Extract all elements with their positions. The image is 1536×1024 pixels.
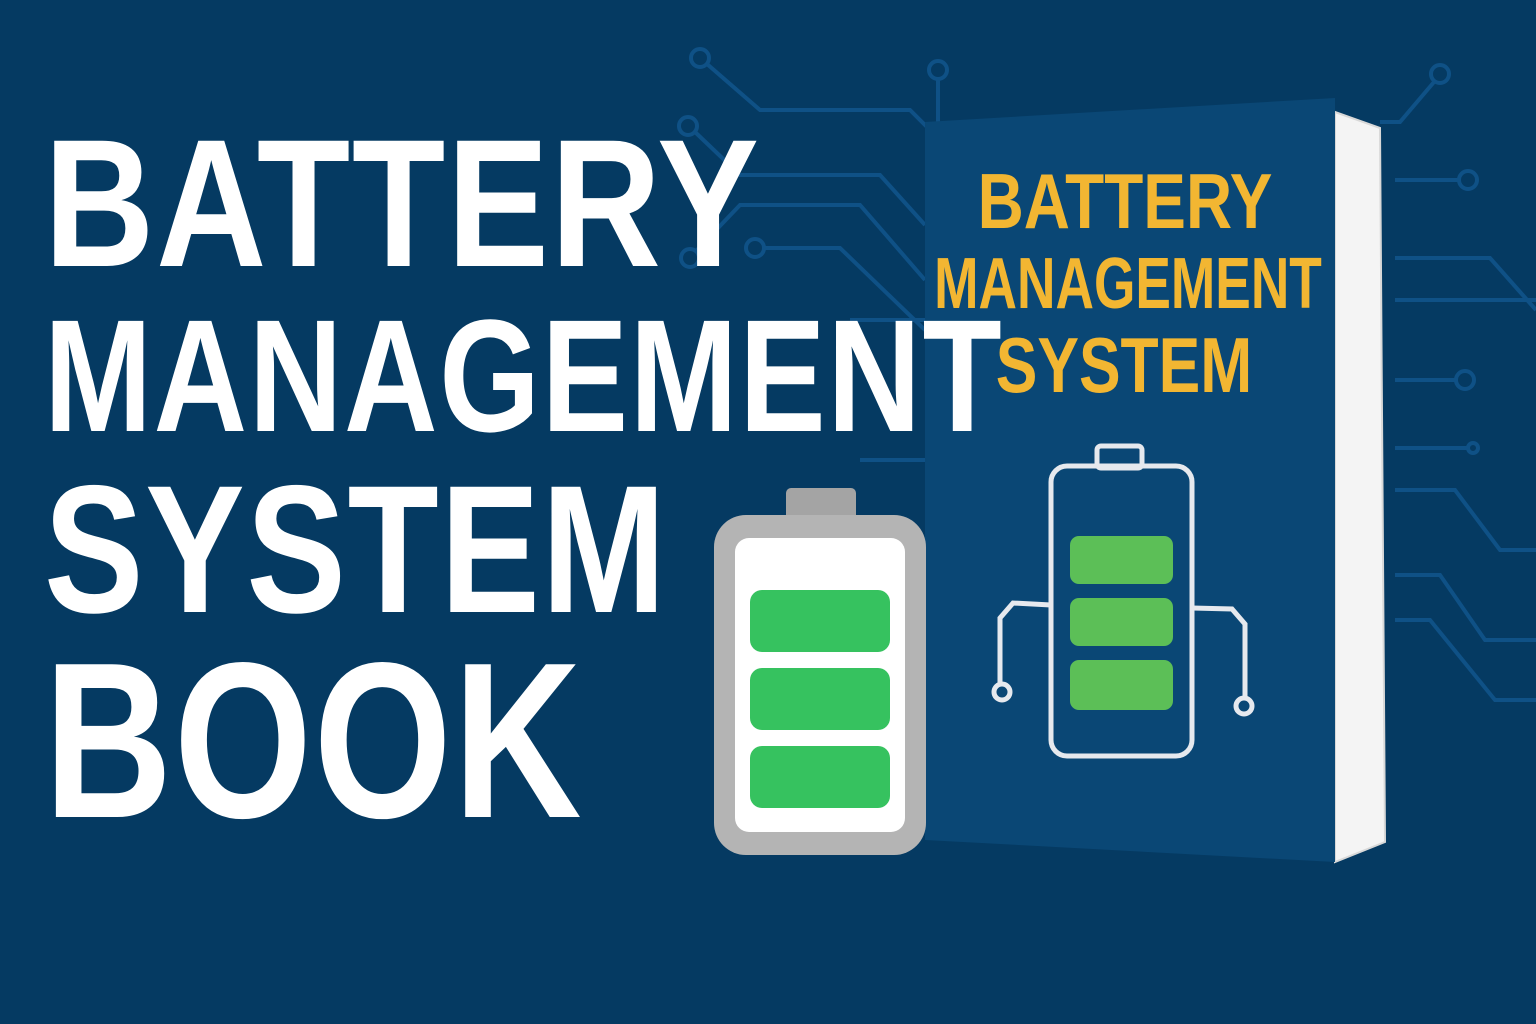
battery-bar — [750, 746, 890, 808]
headline-line1: BATTERY — [44, 101, 761, 305]
cover-battery-bar — [1070, 536, 1173, 584]
battery-bar — [750, 668, 890, 730]
book-cover — [925, 98, 1335, 862]
cover-title-line2: MANAGEMENT — [934, 244, 1322, 324]
battery-icon — [714, 488, 926, 855]
cover-title-line3: SYSTEM — [996, 321, 1253, 408]
headline-line2: MANAGEMENT — [44, 286, 1004, 465]
cover-battery-bar — [1070, 660, 1173, 710]
book-pages — [1334, 110, 1387, 864]
headline-line4: BOOK — [44, 617, 584, 865]
circuit-background — [677, 47, 1536, 702]
cover-title-line1: BATTERY — [978, 158, 1273, 245]
book: BATTERY MANAGEMENT SYSTEM — [925, 98, 1387, 864]
cover-battery-bar — [1070, 598, 1173, 646]
cover-battery-icon — [991, 443, 1255, 759]
battery-terminal — [786, 488, 856, 520]
battery-bar — [750, 590, 890, 652]
headline-line3: SYSTEM — [44, 447, 668, 651]
